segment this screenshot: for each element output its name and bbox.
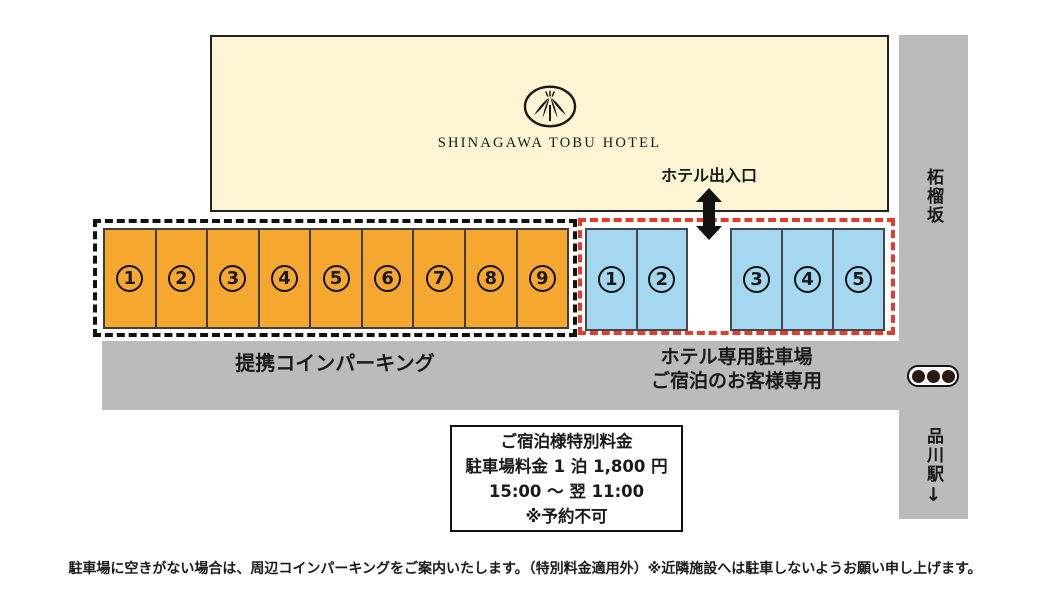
parking-space: 1 <box>585 228 638 331</box>
parking-space: 2 <box>156 228 209 329</box>
parking-space: 2 <box>637 228 688 331</box>
hotel-logo: SHINAGAWA TOBU HOTEL <box>212 85 887 152</box>
parking-space: 3 <box>208 228 260 329</box>
parking-space-number: 7 <box>425 265 453 292</box>
parking-space: 7 <box>414 228 466 329</box>
parking-space: 4 <box>259 228 312 329</box>
parking-space-number: 3 <box>219 265 247 292</box>
price-box-note: ※予約不可 <box>525 506 608 526</box>
traffic-light-lamp <box>941 369 955 383</box>
coin-parking-label: 提携コインパーキング <box>235 351 435 375</box>
down-arrow-icon: ↓ <box>925 484 942 506</box>
parking-space: 5 <box>311 228 363 329</box>
parking-space-number: 9 <box>528 265 556 292</box>
parking-space-number: 5 <box>845 266 872 293</box>
parking-space: 6 <box>362 228 415 329</box>
parking-space-number: 2 <box>167 265 195 292</box>
parking-space: 8 <box>465 228 518 329</box>
price-box-hours: 15:00 ～ 翌 11:00 <box>488 481 645 501</box>
parking-space: 1 <box>103 228 157 329</box>
hotel-parking-lot-boundary <box>578 218 895 335</box>
coin-parking-lot-boundary <box>93 219 577 337</box>
hotel-entrance-label: ホテル出入口 <box>660 166 757 185</box>
station-direction: 品川駅 ↓ <box>899 427 968 505</box>
traffic-light-lamp <box>926 369 940 383</box>
station-label: 品川駅 <box>923 427 943 484</box>
hotel-parking-label-line1: ホテル専用駐車場 <box>660 346 813 368</box>
hotel-parking-label-line2: ご宿泊のお客様専用 <box>650 370 822 392</box>
street-name: 柘榴坂 <box>923 168 943 225</box>
parking-space: 5 <box>834 228 885 331</box>
road-horizontal <box>102 341 968 410</box>
parking-space-number: 1 <box>116 265 144 292</box>
road-zakurozaka <box>899 35 968 519</box>
traffic-light-icon <box>907 365 959 387</box>
parking-space: 3 <box>730 228 783 331</box>
hotel-logo-mark-icon <box>523 85 576 128</box>
entrance-arrow-icon <box>696 188 722 240</box>
footnote: 駐車場に空きがない場合は、周辺コインパーキングをご案内いたします。（特別料金適用… <box>68 561 982 577</box>
hotel-name: SHINAGAWA TOBU HOTEL <box>437 135 662 151</box>
parking-space-number: 4 <box>270 265 298 292</box>
parking-space: 9 <box>517 228 570 329</box>
traffic-light-lamp <box>911 369 925 383</box>
parking-space-number: 2 <box>648 266 676 293</box>
parking-space-number: 3 <box>743 266 770 293</box>
parking-space-number: 6 <box>374 265 402 292</box>
parking-space-number: 1 <box>597 266 625 293</box>
price-box-title: ご宿泊様特別料金 <box>500 431 633 451</box>
hotel-building: SHINAGAWA TOBU HOTEL <box>210 35 889 212</box>
hotel-parking-label: ホテル専用駐車場 ご宿泊のお客様専用 <box>578 345 895 393</box>
parking-space-number: 5 <box>322 265 350 292</box>
price-box-rate: 駐車場料金 1 泊 1,800 円 <box>465 456 668 476</box>
parking-space-number: 8 <box>477 265 505 292</box>
parking-space: 4 <box>783 228 834 331</box>
parking-space-number: 4 <box>794 266 821 293</box>
price-box: ご宿泊様特別料金 駐車場料金 1 泊 1,800 円 15:00 ～ 翌 11:… <box>450 425 683 532</box>
